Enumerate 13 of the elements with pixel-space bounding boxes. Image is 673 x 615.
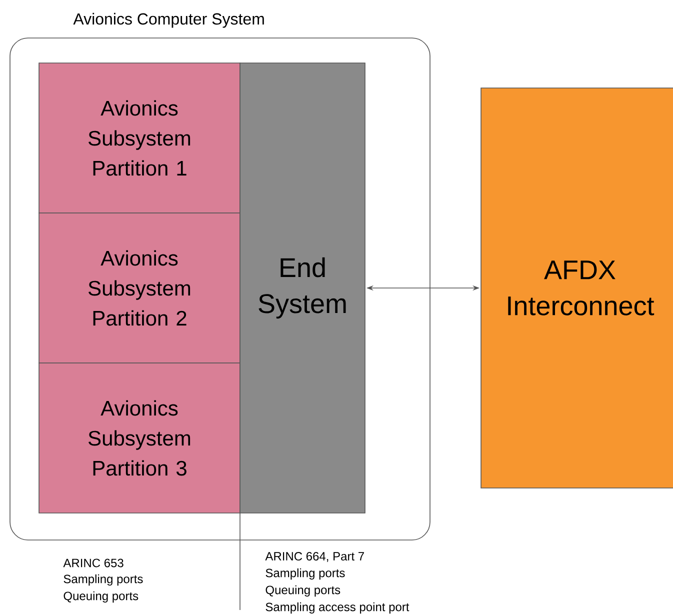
end-system-box: End System [240, 62, 366, 514]
note-text: Queuing ports [266, 585, 340, 597]
note-text: Sampling access point port [266, 602, 410, 614]
partition-box: Avionics Subsystem Partition 3 [38, 362, 240, 514]
interconnect-box: AFDX Interconnect [480, 88, 673, 488]
note-text: ARINC 664, Part 7 [265, 552, 364, 562]
partition-box: Avionics Subsystem Partition 1 [38, 62, 240, 214]
note-text: Sampling ports [64, 574, 143, 586]
note-text: Sampling ports [266, 568, 345, 580]
note-text: Queuing ports [64, 591, 138, 603]
node-label: Avionics Computer System [73, 12, 264, 28]
partition-box: Avionics Subsystem Partition 2 [38, 212, 240, 364]
note-text: ARINC 653 [63, 558, 124, 568]
